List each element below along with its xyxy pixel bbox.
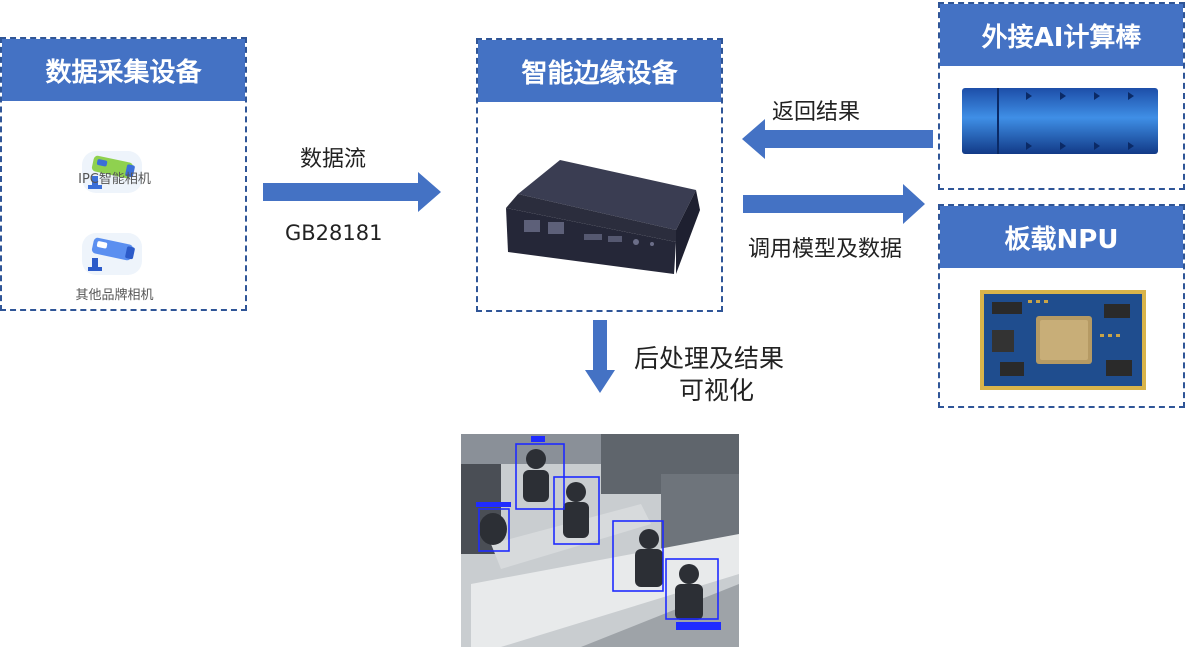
post-process-label-line2: 可视化 (679, 376, 755, 405)
detection-result-image (461, 434, 739, 647)
other-camera-label: 其他品牌相机 (75, 288, 154, 303)
call-model-label: 调用模型及数据 (748, 237, 903, 262)
data-collection-box: 数据采集设备 IPC智能相机 其他品牌相机 (0, 37, 247, 311)
data-collection-title: 数据采集设备 (2, 39, 245, 101)
edge-device-box: 智能边缘设备 (476, 38, 723, 312)
post-process-label-line1: 后处理及结果 (634, 344, 785, 373)
ai-compute-stick-image (962, 88, 1158, 154)
edge-box-device-image (506, 160, 700, 274)
return-result-label: 返回结果 (772, 100, 861, 125)
security-camera-icon (82, 233, 142, 275)
post-process-arrow (585, 320, 615, 393)
ipc-camera-label: IPC智能相机 (78, 172, 151, 187)
edge-device-title: 智能边缘设备 (478, 40, 721, 102)
ai-stick-title: 外接AI计算棒 (940, 4, 1183, 66)
ai-stick-box: 外接AI计算棒 (938, 2, 1185, 190)
npu-box: 板载NPU (938, 204, 1185, 408)
protocol-label: GB28181 (285, 221, 383, 245)
data-stream-arrow (263, 172, 441, 212)
call-model-arrow (743, 184, 925, 224)
data-stream-label: 数据流 (300, 147, 367, 172)
security-camera-icon (82, 151, 142, 193)
return-result-arrow (742, 119, 933, 159)
npu-title: 板载NPU (940, 206, 1183, 268)
npu-board-image (980, 290, 1146, 390)
